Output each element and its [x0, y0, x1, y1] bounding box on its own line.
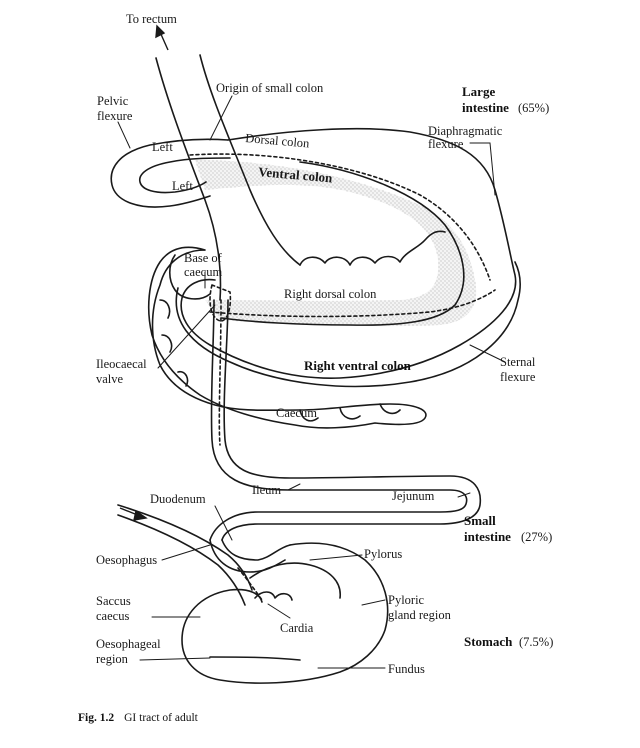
label-ileocaecal: Ileocaecal [96, 357, 147, 371]
small-colon-right [199, 54, 301, 266]
label-pct-75: (7.5%) [519, 635, 553, 649]
small-colon-left [155, 57, 222, 301]
leader-oesophageal-region [139, 657, 211, 661]
label-pct-65: (65%) [518, 101, 549, 115]
label-sternal-flexure: flexure [500, 370, 536, 384]
label-diaphragmatic: Diaphragmatic [428, 124, 503, 138]
leader-oesophagus [161, 544, 211, 561]
caecum-haustra [159, 299, 401, 422]
label-oesophagus: Oesophagus [96, 553, 157, 567]
label-pyloric: Pyloric [388, 593, 425, 607]
label-region: region [96, 652, 129, 666]
label-pct-27: (27%) [521, 530, 552, 544]
label-gland-region: gland region [388, 608, 452, 622]
label-caecus: caecus [96, 609, 129, 623]
ventral-colon-dashed [189, 153, 491, 281]
leader-pyloric-gland [361, 599, 386, 606]
gi-tract-diagram: To rectum Origin of small colon Large in… [96, 12, 553, 684]
label-left-top: Left [152, 140, 173, 154]
pelvic-flexure-outer [110, 138, 229, 208]
large-colon-outline [180, 127, 517, 379]
arrow-oesophagus-head [133, 509, 148, 521]
label-pelvic-flexure: flexure [97, 109, 133, 123]
leader-duodenum [214, 505, 233, 541]
label-oesophageal: Oesophageal [96, 637, 161, 651]
label-caecum-base: caecum [184, 265, 222, 279]
label-intestine-large: intestine [462, 100, 509, 115]
ventral-colon-band [195, 160, 477, 327]
leader-origin-small-colon [209, 95, 233, 141]
label-valve: valve [96, 372, 124, 386]
right-ventral-colon-outline [175, 261, 521, 388]
label-small: Small [464, 513, 496, 528]
label-diaphragmatic-flexure: flexure [428, 137, 464, 151]
leader-ileum [287, 483, 301, 491]
label-left-bottom: Left [172, 179, 193, 193]
label-pylorus: Pylorus [364, 547, 402, 561]
cardia-fold [254, 591, 293, 601]
stomach-region-line [209, 656, 301, 661]
stomach-outline [181, 542, 389, 684]
label-jejunum: Jejunum [392, 489, 435, 503]
label-right-dorsal-colon: Right dorsal colon [284, 287, 377, 301]
label-ventral-colon: Ventral colon [258, 164, 334, 185]
label-cardia: Cardia [280, 621, 314, 635]
label-sternal: Sternal [500, 355, 536, 369]
ileocaecal-valve [209, 284, 232, 322]
label-large: Large [462, 84, 495, 99]
large-colon-inner [221, 161, 465, 326]
right-dorsal-colon-scallops [299, 230, 446, 266]
leader-ileocaecal [157, 304, 216, 369]
label-saccus: Saccus [96, 594, 131, 608]
oesophagus-upper [117, 504, 253, 591]
leader-sternal [469, 344, 506, 363]
label-stomach: Stomach [464, 634, 513, 649]
ileum-dashed [218, 299, 222, 446]
stomach-inner-curve [249, 562, 341, 599]
leader-cardia [267, 603, 291, 619]
ileum-outer [221, 299, 482, 541]
duodenum-upper [221, 539, 291, 561]
oesophagus-lower [117, 514, 246, 606]
label-pelvic: Pelvic [97, 94, 129, 108]
label-dorsal-colon: Dorsal colon [245, 131, 311, 151]
leader-diaphragmatic [469, 142, 496, 196]
label-fundus: Fundus [388, 662, 425, 676]
label-origin-small-colon: Origin of small colon [216, 81, 324, 95]
label-base-of: Base of [184, 251, 223, 265]
label-right-ventral-colon: Right ventral colon [304, 358, 412, 373]
arrow-to-rectum-head [155, 24, 166, 39]
lower-dashed [209, 289, 496, 318]
figure-caption: Fig. 1.2 GI tract of adult [78, 712, 198, 724]
figure-number: Fig. 1.2 [78, 712, 115, 724]
label-to-rectum: To rectum [126, 12, 177, 26]
label-ileum: Ileum [252, 483, 281, 497]
ileum-inner [209, 299, 468, 541]
label-caecum: Caecum [276, 406, 317, 420]
label-intestine-small: intestine [464, 529, 511, 544]
figure-caption-text: GI tract of adult [124, 712, 198, 724]
leader-pylorus [309, 554, 363, 561]
pelvic-flexure-inner [139, 157, 231, 194]
caecum-base-lobe [168, 254, 211, 300]
leader-pelvic-flexure [117, 121, 131, 149]
leader-jejunum [457, 492, 471, 498]
label-duodenum: Duodenum [150, 492, 206, 506]
caecum-outline [147, 246, 427, 429]
